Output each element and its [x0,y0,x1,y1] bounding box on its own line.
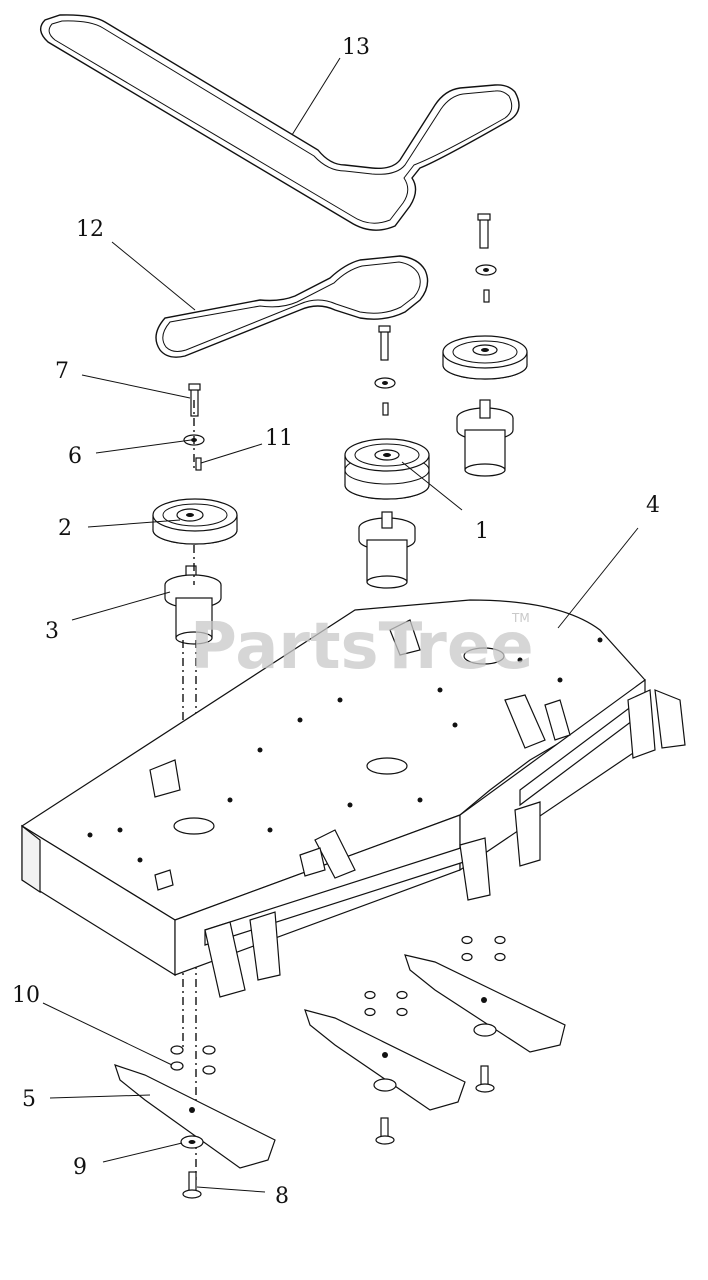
watermark: PartsTree [190,610,534,684]
nut-set-middle[interactable] [364,990,408,1017]
callout-9: 9 [73,1155,87,1180]
callout-13: 13 [342,35,370,60]
washer-9[interactable] [180,1135,204,1149]
callout-3: 3 [45,619,59,644]
belt-12[interactable] [155,255,429,358]
spindle-3[interactable] [164,565,222,645]
mower-deck-4[interactable] [20,599,686,998]
middle-spindle[interactable] [358,511,416,589]
right-pulley[interactable] [442,335,528,380]
nut-set-right[interactable] [461,935,506,962]
callout-2: 2 [58,516,72,541]
double-pulley-1[interactable] [344,438,430,500]
callout-12: 12 [76,217,104,242]
middle-spindle-hardware[interactable] [374,325,396,416]
bolt-8[interactable] [182,1171,202,1199]
right-spindle[interactable] [456,399,514,477]
blade-5[interactable] [114,1064,276,1169]
leader-lines [42,57,639,1193]
watermark-trademark: TM [511,611,530,625]
nut-10[interactable] [170,1045,184,1071]
callout-4: 4 [646,493,660,518]
callout-8: 8 [275,1184,289,1209]
right-spindle-hardware[interactable] [475,213,497,303]
nut-set-left[interactable] [202,1045,216,1075]
callout-labels: 13 12 7 6 11 2 1 4 3 10 5 9 8 [12,35,660,1209]
key-11[interactable] [195,457,202,471]
pulley-2[interactable] [152,498,238,545]
callout-1: 1 [475,519,489,544]
callout-11: 11 [265,426,293,451]
callout-7: 7 [55,359,69,384]
callout-6: 6 [68,444,82,469]
callout-5: 5 [22,1087,36,1112]
blade-middle[interactable] [304,1009,466,1111]
belt-13[interactable] [40,14,520,231]
blade-right[interactable] [404,954,566,1053]
callout-10: 10 [12,983,40,1008]
blade-washers-bolts[interactable] [373,1023,497,1145]
